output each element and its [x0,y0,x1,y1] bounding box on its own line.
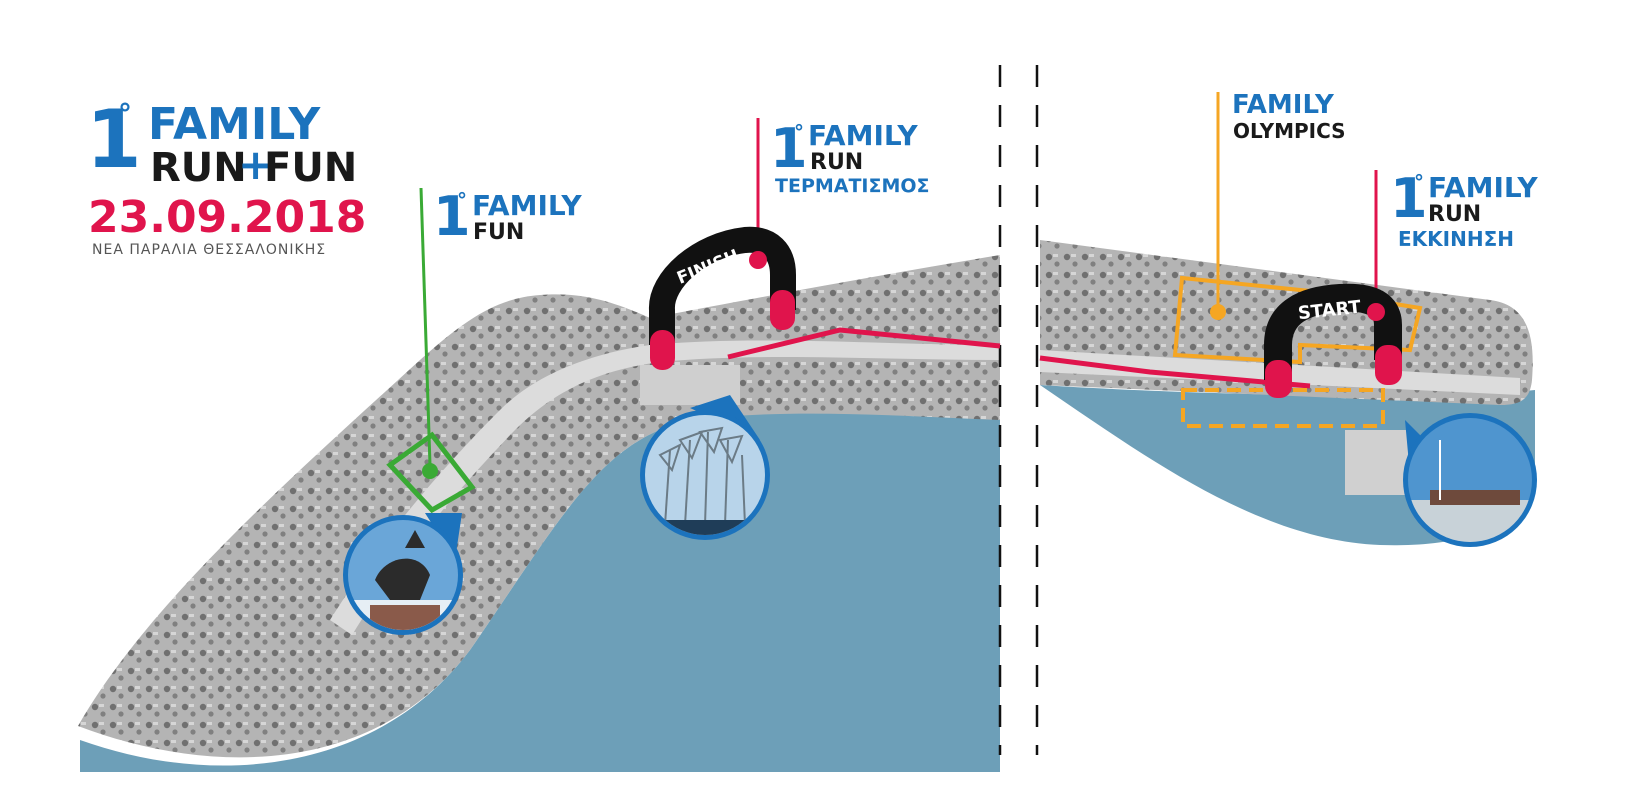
start-degree: ° [1414,170,1424,194]
title-number: 1 [86,93,142,186]
run-route-right [1039,355,1311,389]
fun-area [386,431,476,514]
start-ekkinisi: ΕΚΚΙΝΗΣΗ [1398,227,1514,251]
fun-family: FAMILY [472,189,582,222]
olympics-marker [1210,304,1226,320]
title-family: FAMILY [148,99,321,150]
olympics-family: FAMILY [1232,90,1334,120]
start-arch: START [1264,283,1402,398]
promenade-left [78,255,1000,758]
walkway-left [330,340,1000,635]
fun-number: 1 [433,185,471,248]
title-plus-icon: + [238,140,274,189]
finish-arch: FINISH [649,226,796,370]
umbrellas-sculpture-photo-icon [640,395,770,540]
finish-number: 1 [770,117,808,180]
fun-pointer [419,187,432,466]
finish-termatismos: ΤΕΡΜΑΤΙΣΜΟΣ [775,175,930,197]
title-fun: FUN [264,145,358,191]
run-route-left [727,327,1001,360]
fun-marker [422,463,438,479]
start-number: 1 [1390,167,1428,230]
olympics-olympics: OLYMPICS [1233,119,1346,143]
finish-degree: ° [794,120,804,144]
fun-degree: ° [457,188,467,212]
alexander-statue-photo-icon [343,513,463,635]
harbour-photo-icon [1403,413,1537,547]
start-run: RUN [1428,202,1482,227]
finish-family: FAMILY [808,119,918,152]
start-family: FAMILY [1428,171,1538,204]
title-run: RUN [150,145,247,191]
fun-fun: FUN [473,220,525,245]
event-date: 23.09.2018 [88,192,367,243]
sea-left [80,411,1000,772]
title-degree: ° [118,97,132,130]
harbour-pier [1345,430,1410,495]
event-location: ΝΕΑ ΠΑΡΑΛΙΑ ΘΕΣΣΑΛΟΝΙΚΗΣ [92,242,327,258]
finish-run: RUN [810,150,864,175]
